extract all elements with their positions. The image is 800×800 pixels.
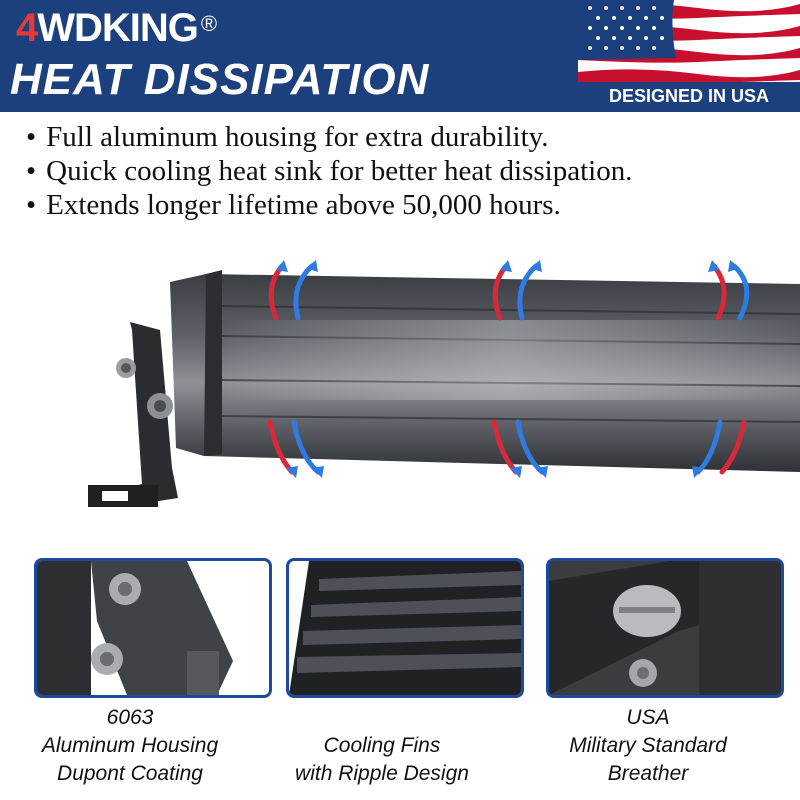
page-title: HEAT DISSIPATION [10,55,430,104]
bullet-item: Extends longer lifetime above 50,000 hou… [26,188,632,222]
feature-image-breather [546,558,784,698]
bullet-item: Quick cooling heat sink for better heat … [26,154,632,188]
caption-line: Military Standard [569,734,727,757]
caption-line: with Ripple Design [295,762,469,785]
designed-in-usa-label: DESIGNED IN USA [608,86,770,106]
brand-logo: 4WDKING® [16,4,217,52]
caption-line: Dupont Coating [57,762,203,785]
feature-image-cooling-fins [286,558,524,698]
feature-image-housing [34,558,272,698]
feature-bullet-list: Full aluminum housing for extra durabili… [26,120,632,222]
caption-line: 6063 [106,706,154,729]
feature-caption-cooling-fins: Cooling Fins with Ripple Design [252,732,512,788]
caption-line: Aluminum Housing [41,734,219,757]
caption-line: Cooling Fins [323,734,441,757]
feature-caption-housing: 6063 Aluminum Housing Dupont Coating [0,704,260,788]
us-flag-image [578,0,800,112]
brand-name: WDKING [37,6,199,50]
feature-caption-breather: USA Military Standard Breather [518,704,778,788]
brand-number: 4 [16,6,38,50]
caption-line: Breather [607,762,689,785]
caption-line: USA [626,706,670,729]
registered-mark: ® [200,11,217,36]
bullet-item: Full aluminum housing for extra durabili… [26,120,632,154]
light-bar-product-image [0,210,800,550]
